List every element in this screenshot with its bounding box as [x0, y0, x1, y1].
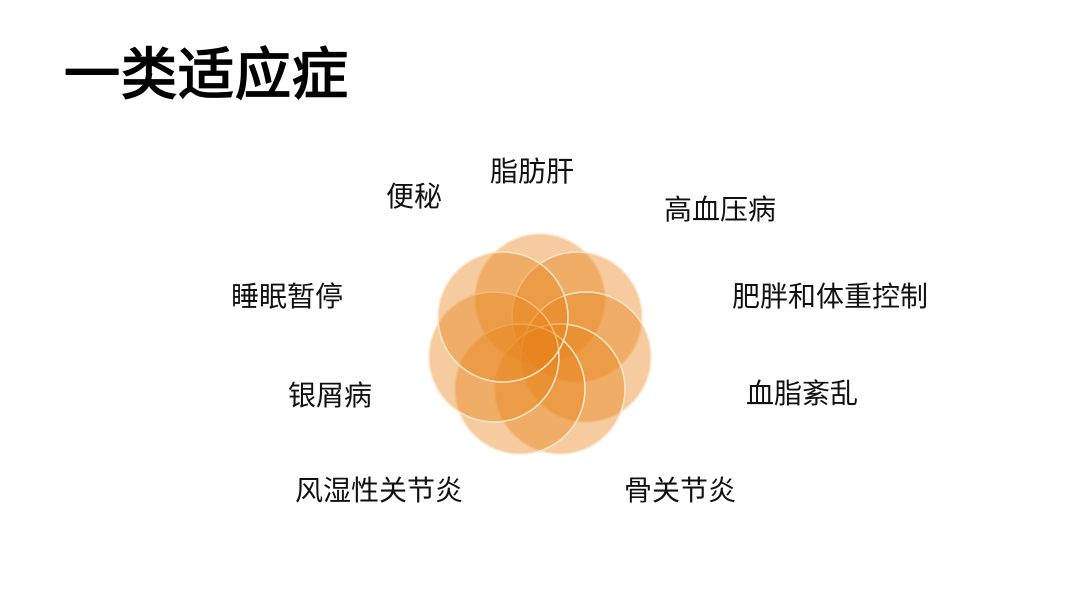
label-obesity-weight-control: 肥胖和体重控制	[732, 280, 929, 313]
petal-circle	[428, 291, 560, 423]
petal-circle	[474, 233, 606, 365]
label-rheumatoid-arthritis: 风湿性关节炎	[295, 474, 464, 507]
petal-circle	[437, 251, 569, 383]
label-fatty-liver: 脂肪肝	[490, 155, 575, 188]
label-psoriasis: 银屑病	[288, 379, 373, 412]
petal-circle	[494, 323, 626, 455]
label-dyslipidemia: 血脂紊乱	[746, 377, 859, 410]
label-sleep-apnea: 睡眠暂停	[231, 280, 344, 313]
label-hypertension: 高血压病	[664, 193, 777, 226]
label-osteoarthritis: 骨关节炎	[624, 474, 737, 507]
label-constipation: 便秘	[386, 180, 443, 213]
flower-petal-diagram	[428, 233, 652, 455]
page-title: 一类适应症	[64, 43, 349, 108]
petal-circle	[511, 251, 643, 383]
